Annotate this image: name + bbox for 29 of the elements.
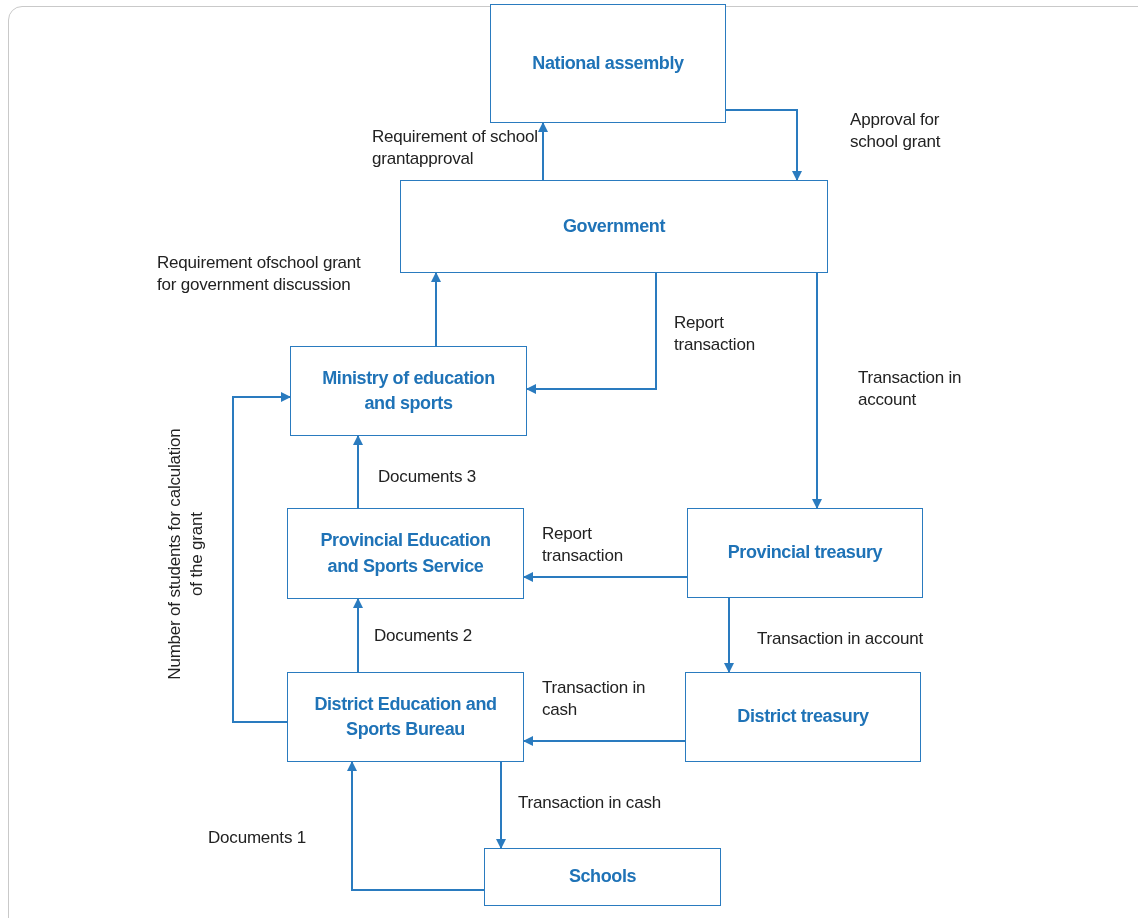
arrow (232, 392, 291, 723)
arrow (353, 598, 363, 673)
arrow (725, 109, 802, 181)
arrow (431, 272, 441, 347)
process-box (484, 848, 721, 906)
box-label: District Education and Sports Bureau (313, 692, 498, 741)
process-box (687, 508, 923, 598)
arrow (523, 572, 688, 582)
process-box (287, 508, 524, 599)
arrow (496, 761, 506, 849)
arrow (538, 122, 548, 181)
box-label: Government (563, 214, 665, 238)
box-label: Provincial treasury (727, 541, 883, 565)
process-box (400, 180, 828, 273)
arrow (812, 272, 822, 509)
box-label: Schools (568, 865, 637, 889)
process-box (287, 672, 524, 762)
arrow (353, 435, 363, 509)
arrow (523, 736, 686, 746)
box-label: Ministry of education and sports (321, 366, 496, 415)
arrow (526, 272, 657, 394)
box-label: Provincial Education and Sports Service (319, 529, 492, 578)
arrow (724, 597, 734, 673)
arrow (347, 761, 485, 891)
box-label: District treasury (737, 705, 869, 729)
box-label: National assembly (532, 51, 684, 75)
process-box (290, 346, 527, 436)
process-box (490, 4, 726, 123)
process-box (685, 672, 921, 762)
